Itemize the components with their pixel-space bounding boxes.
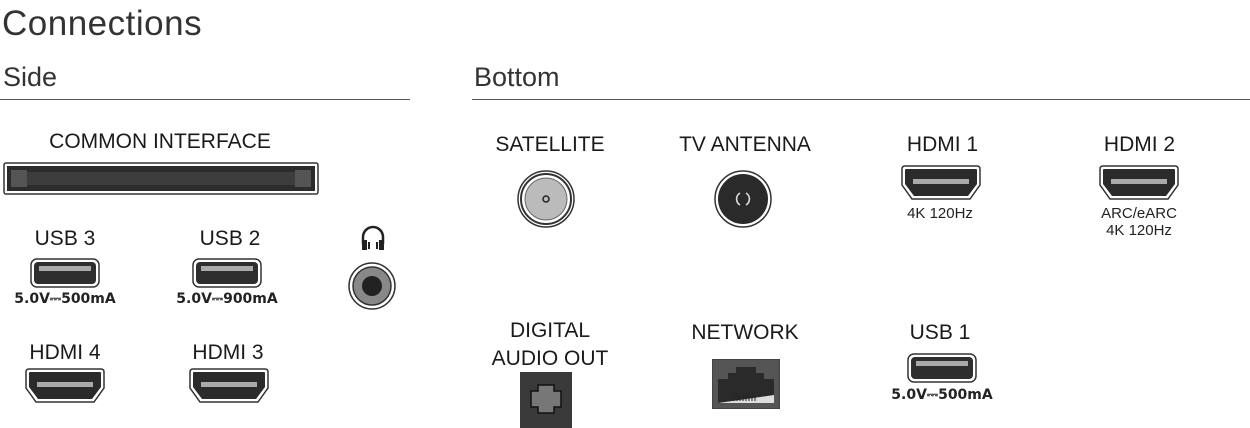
network-label: NETWORK <box>691 321 799 344</box>
satellite-connector-icon <box>516 169 576 229</box>
side-heading: Side <box>3 62 58 92</box>
usb1-spec: 5.0V⎓500mA <box>891 387 993 403</box>
hdmi2-sub-arc: ARC/eARC <box>1101 205 1177 222</box>
satellite-label: SATELLITE <box>495 133 605 156</box>
usb1-label: USB 1 <box>909 321 971 344</box>
ethernet-port-icon <box>712 359 780 409</box>
usb2-spec: 5.0V⎓900mA <box>176 291 278 307</box>
hdmi2-label: HDMI 2 <box>1103 133 1176 156</box>
digital-audio-label-2: AUDIO OUT <box>491 347 609 370</box>
usb2-port-icon <box>192 258 262 288</box>
tv-antenna-connector-icon <box>713 169 773 229</box>
page-title: Connections <box>2 4 203 43</box>
usb3-spec: 5.0V⎓500mA <box>14 291 116 307</box>
common-interface-slot-icon <box>3 162 319 195</box>
hdmi4-label: HDMI 4 <box>29 341 101 364</box>
optical-port-icon <box>520 372 572 428</box>
side-divider <box>0 99 410 100</box>
usb3-label: USB 3 <box>34 227 96 250</box>
common-interface-label: COMMON INTERFACE <box>49 130 271 153</box>
hdmi1-sub: 4K 120Hz <box>907 205 973 222</box>
tv-antenna-label: TV ANTENNA <box>679 133 811 156</box>
hdmi1-label: HDMI 1 <box>906 133 979 156</box>
hdmi2-port-icon <box>1098 165 1180 201</box>
hdmi3-label: HDMI 3 <box>192 341 264 364</box>
bottom-heading: Bottom <box>474 62 560 92</box>
usb1-port-icon <box>907 353 977 383</box>
headphone-jack-icon <box>347 261 397 311</box>
hdmi3-port-icon <box>188 368 270 404</box>
usb2-label: USB 2 <box>199 227 261 250</box>
hdmi4-port-icon <box>24 368 106 404</box>
usb3-port-icon <box>30 258 100 288</box>
hdmi1-port-icon <box>900 165 982 201</box>
headphones-icon <box>359 224 387 252</box>
digital-audio-label-1: DIGITAL <box>509 319 591 342</box>
hdmi2-sub-res: 4K 120Hz <box>1106 222 1172 239</box>
bottom-divider <box>472 99 1250 100</box>
